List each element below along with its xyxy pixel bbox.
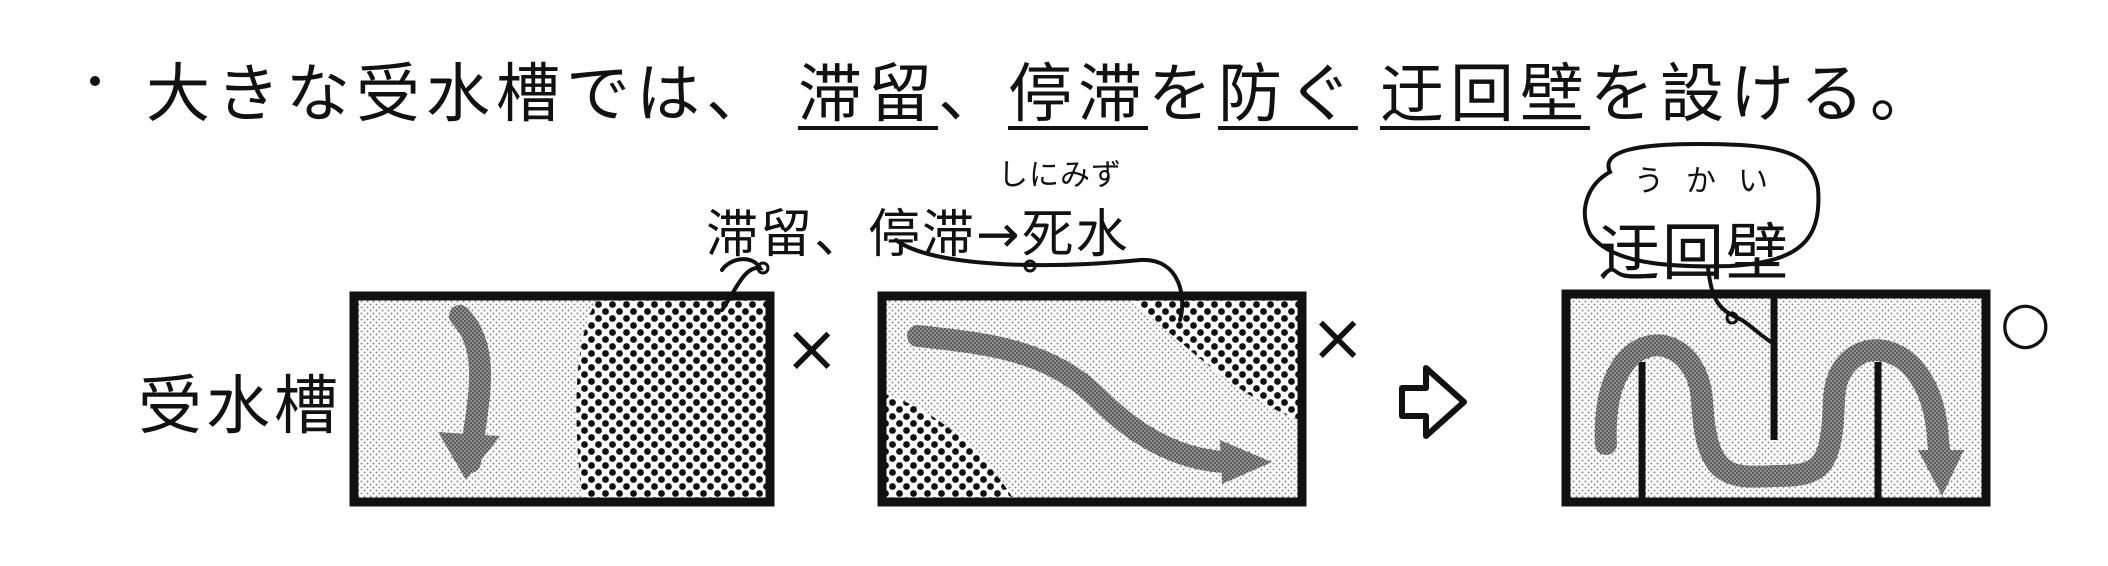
title-term-standstill: 停滞 bbox=[1008, 58, 1148, 132]
detour-wall-ruby: うかい bbox=[1634, 164, 1790, 199]
right-arrow-icon bbox=[1399, 365, 1467, 439]
detour-wall-label: 迂回壁 bbox=[1598, 216, 1791, 289]
bullet-dot bbox=[90, 76, 100, 86]
flow-arrow-3 bbox=[1594, 334, 1951, 488]
tank-2 bbox=[877, 291, 1307, 507]
bad-mark-1: × bbox=[784, 310, 840, 387]
title-line: 大きな受水槽では、 滞留 、 停滞 を 防ぐ 迂回壁 を設ける。 bbox=[90, 44, 1940, 134]
detour-wall-callout-line bbox=[1706, 266, 1776, 346]
title-term-stagnation: 滞留 bbox=[798, 58, 938, 132]
title-separator: 、 bbox=[938, 58, 1008, 132]
dead-water-ruby: しにみず bbox=[998, 158, 1122, 193]
bad-mark-2: × bbox=[1310, 299, 1366, 376]
title-lead: 大きな受水槽では、 bbox=[146, 58, 776, 132]
title-tail: を設ける。 bbox=[1590, 58, 1940, 132]
title-term-detour-wall: 迂回壁 bbox=[1380, 58, 1590, 132]
tank-1 bbox=[349, 291, 775, 507]
flow-arrow-2 bbox=[907, 325, 1251, 474]
tank-label: 受水槽 bbox=[138, 370, 342, 444]
dead-water-label: 滞留、停滞→死水 bbox=[706, 205, 1130, 265]
detour-wall-bubble bbox=[1582, 141, 1821, 269]
dead-water-callout-line-2 bbox=[894, 238, 1185, 322]
title-particle: を bbox=[1148, 58, 1218, 132]
dead-water-callout-line-1 bbox=[720, 257, 764, 312]
tank-3 bbox=[1561, 289, 1991, 507]
good-mark: ○ bbox=[2000, 288, 2051, 356]
title-term-prevent: 防ぐ bbox=[1218, 58, 1358, 132]
